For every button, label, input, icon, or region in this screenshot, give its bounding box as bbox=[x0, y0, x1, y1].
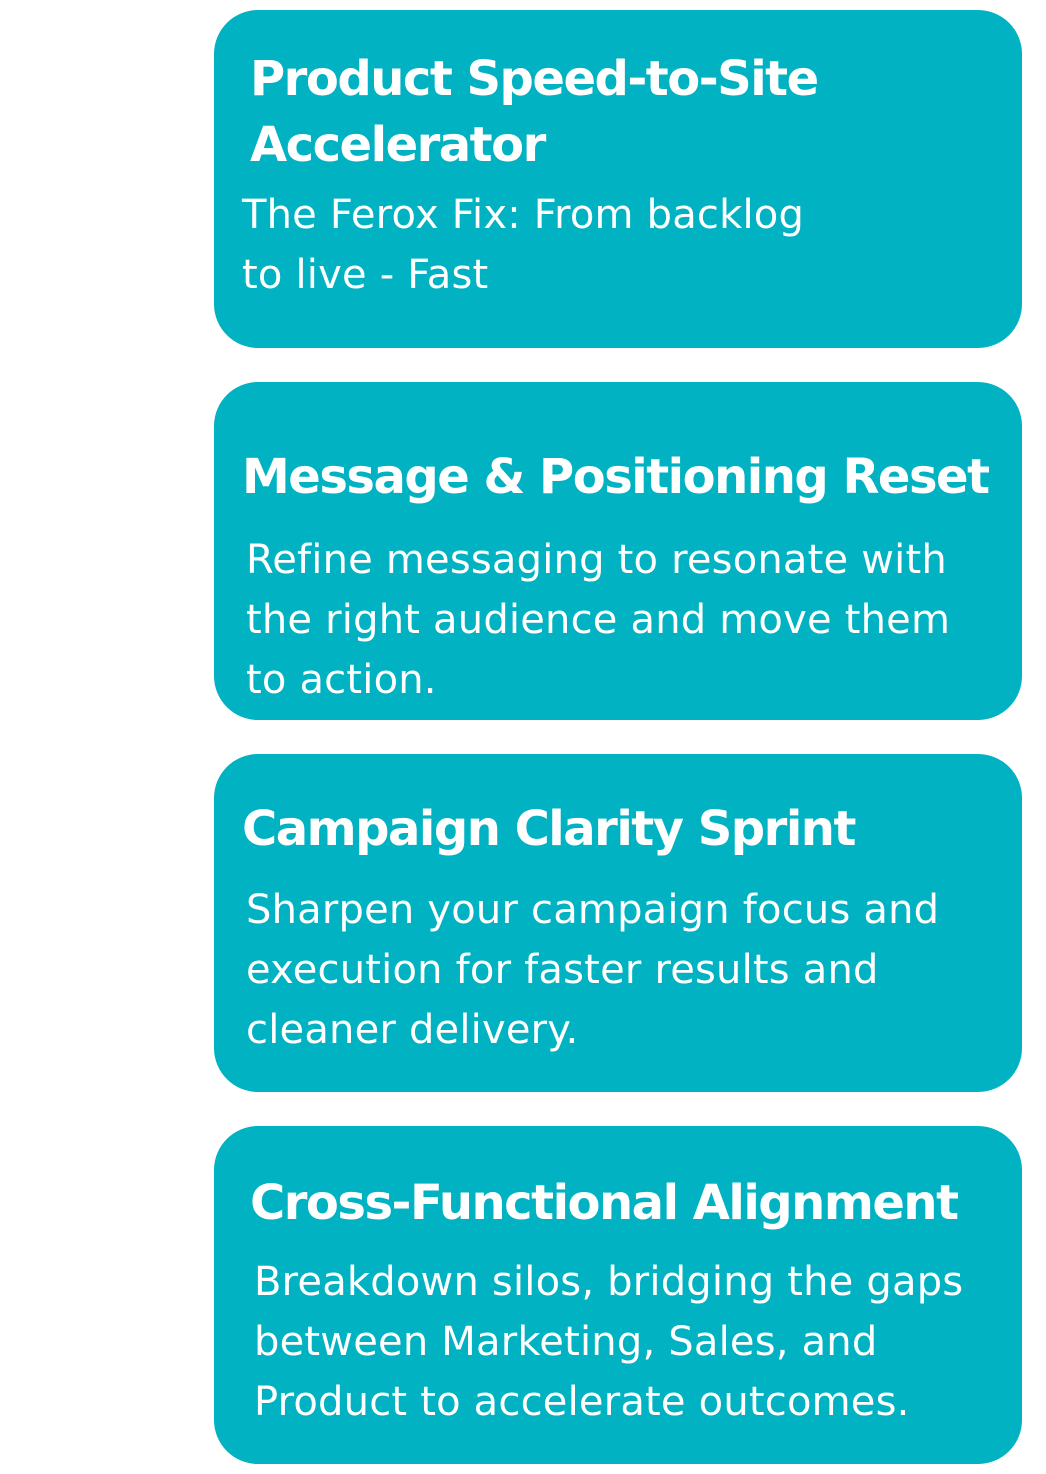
card-description-line: cleaner delivery. bbox=[246, 1007, 579, 1053]
card-description-line: Breakdown silos, bridging the gaps bbox=[254, 1259, 964, 1305]
card-title: Product Speed-to-Site Accelerator bbox=[250, 51, 819, 173]
card-title: Campaign Clarity Sprint bbox=[242, 801, 856, 857]
card-description-line: to live - Fast bbox=[242, 252, 489, 298]
card-description: Breakdown silos, bridging the gaps betwe… bbox=[254, 1252, 963, 1432]
card-description-line: the right audience and move them bbox=[246, 597, 951, 643]
card-description-line: Sharpen your campaign focus and bbox=[246, 887, 940, 933]
card-description-line: Refine messaging to resonate with bbox=[246, 537, 947, 583]
service-card-cross-functional-alignment: Cross-Functional Alignment Breakdown sil… bbox=[214, 1126, 1022, 1464]
card-description-line: The Ferox Fix: From backlog bbox=[242, 192, 805, 238]
service-card-campaign-clarity-sprint: Campaign Clarity Sprint Sharpen your cam… bbox=[214, 754, 1022, 1092]
card-title: Message & Positioning Reset bbox=[242, 449, 990, 505]
card-description: Refine messaging to resonate with the ri… bbox=[246, 530, 950, 710]
card-description-line: execution for faster results and bbox=[246, 947, 879, 993]
card-title: Cross-Functional Alignment bbox=[250, 1175, 959, 1231]
card-description-line: Product to accelerate outcomes. bbox=[254, 1379, 910, 1425]
card-description-line: to action. bbox=[246, 657, 437, 703]
card-description: The Ferox Fix: From backlog to live - Fa… bbox=[242, 185, 804, 305]
service-card-message-positioning-reset: Message & Positioning Reset Refine messa… bbox=[214, 382, 1022, 720]
card-description: Sharpen your campaign focus and executio… bbox=[246, 880, 939, 1060]
card-description-line: between Marketing, Sales, and bbox=[254, 1319, 878, 1365]
service-card-product-speed-to-site: Product Speed-to-Site Accelerator The Fe… bbox=[214, 10, 1022, 348]
